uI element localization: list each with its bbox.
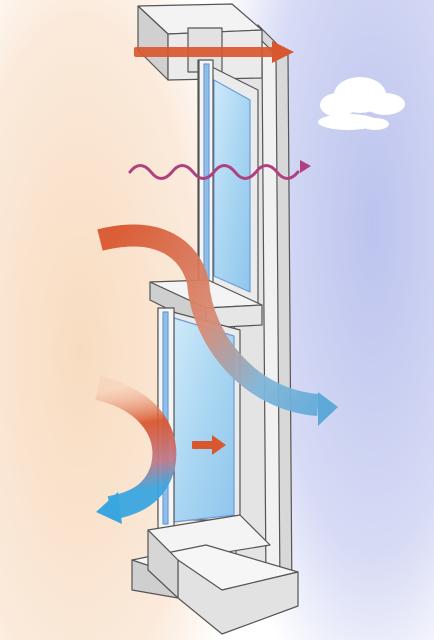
glass-conduction-arrow-icon	[192, 435, 226, 455]
sill-left-edge	[147, 529, 179, 599]
cloud-icon	[318, 77, 405, 130]
air-leakage-arrowhead	[318, 392, 338, 426]
radiation-wave-arrowhead	[300, 160, 311, 173]
air-leakage-arrow-icon	[97, 224, 320, 416]
convection-loop-icon	[94, 376, 177, 520]
convection-loop-arrowhead	[96, 492, 122, 524]
upper-sash-glass	[213, 79, 251, 293]
radiation-wave-icon	[128, 164, 300, 180]
window-frame	[131, 3, 299, 635]
conduction-arrow-icon	[134, 41, 294, 63]
upper-glass-edge	[203, 63, 210, 281]
